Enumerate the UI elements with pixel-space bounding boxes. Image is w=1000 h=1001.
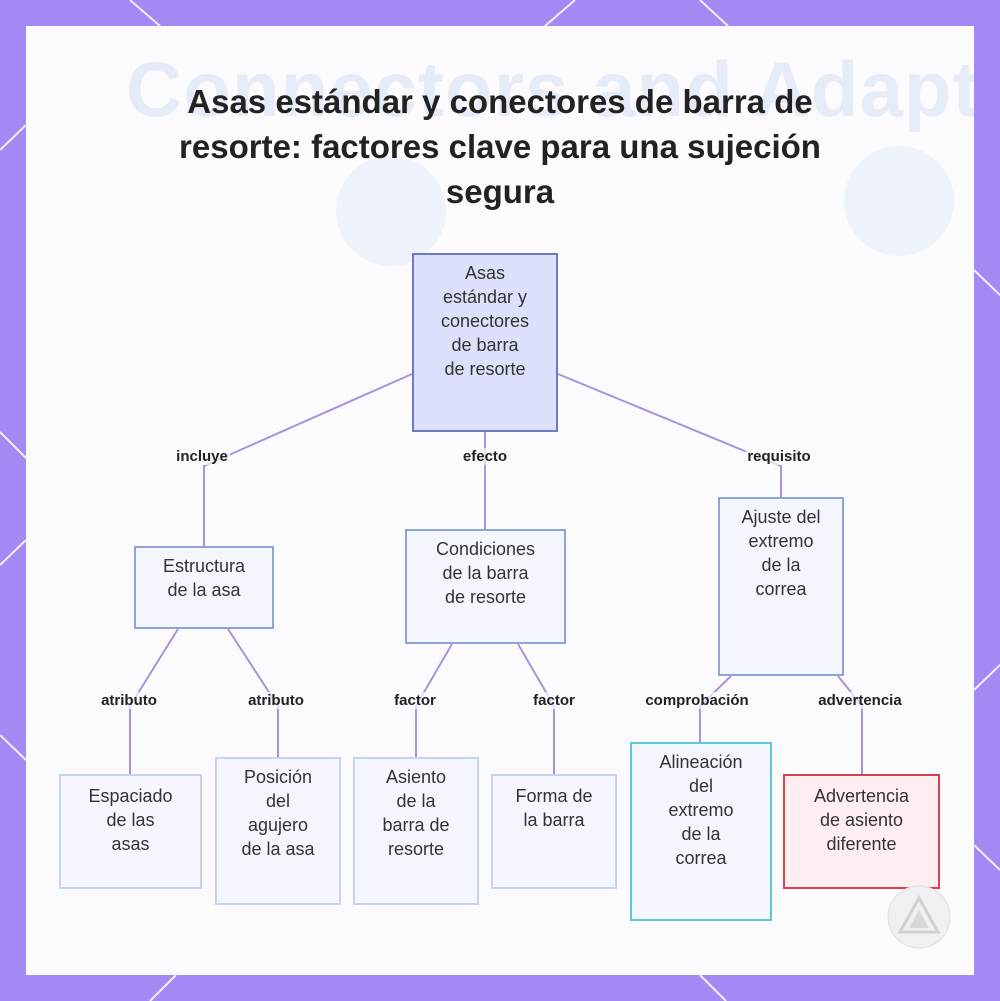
node-asiento-line: barra de	[382, 815, 450, 835]
node-posicion-line: de la asa	[241, 839, 315, 859]
node-posicion-line: del	[265, 791, 291, 811]
node-posicion: Posición del agujero de la asa	[215, 757, 341, 905]
node-alineacion: Alineación del extremo de la correa	[630, 742, 772, 921]
node-condiciones-line: Condiciones	[435, 539, 536, 559]
node-asiento-line: resorte	[387, 839, 445, 859]
node-espaciado-line: asas	[111, 834, 150, 854]
node-condiciones: Condiciones de la barra de resorte	[405, 529, 566, 644]
node-root-line: de barra	[451, 335, 519, 355]
node-condiciones-line: de resorte	[444, 587, 527, 607]
node-root-line: estándar y	[442, 287, 528, 307]
node-ajuste: Ajuste del extremo de la correa	[718, 497, 844, 676]
edge-label-atributo: atributo	[99, 692, 159, 709]
edge-requisito	[557, 373, 782, 497]
node-alineacion-line: de la	[681, 824, 721, 844]
background-circle	[336, 156, 446, 266]
node-alineacion-line: del	[688, 776, 714, 796]
edge-factor-2	[517, 643, 555, 774]
node-advertencia-line: de asiento	[819, 810, 904, 830]
node-alineacion-line: extremo	[668, 800, 734, 820]
node-asiento-line: Asiento	[385, 767, 447, 787]
node-condiciones-line: de la barra	[442, 563, 529, 583]
edge-advertencia	[837, 675, 863, 774]
node-ajuste-line: de la	[761, 555, 801, 575]
node-ajuste-line: Ajuste del	[741, 507, 821, 527]
node-asiento-line: de la	[396, 791, 436, 811]
edge-incluye	[203, 373, 413, 546]
node-posicion-line: agujero	[247, 815, 309, 835]
edge-label-factor: factor	[392, 692, 438, 709]
edge-label-comprobacion: comprobación	[643, 692, 751, 709]
edge-label-atributo: atributo	[246, 692, 306, 709]
node-root-line: Asas	[464, 263, 506, 283]
node-advertencia-line: diferente	[826, 834, 897, 854]
node-root-line: de resorte	[444, 359, 526, 379]
edge-label-factor: factor	[531, 692, 577, 709]
node-estructura-line: Estructura	[162, 556, 246, 576]
edge-label-requisito: requisito	[745, 448, 813, 465]
node-espaciado: Espaciado de las asas	[59, 774, 202, 889]
node-asiento: Asiento de la barra de resorte	[353, 757, 479, 905]
node-espaciado-line: Espaciado	[88, 786, 173, 806]
node-advertencia: Advertencia de asiento diferente	[783, 774, 940, 889]
node-root-line: conectores	[440, 311, 530, 331]
background-circle	[844, 146, 954, 256]
node-ajuste-line: extremo	[748, 531, 814, 551]
node-forma-line: Forma de	[515, 786, 593, 806]
diagram-title: Asas estándar y conectores de barra de r…	[179, 83, 821, 210]
node-alineacion-line: Alineación	[659, 752, 743, 772]
node-forma: Forma de la barra	[491, 774, 617, 889]
node-alineacion-line: correa	[675, 848, 727, 868]
edge-label-efecto: efecto	[460, 448, 510, 465]
diagram-card: Connectors and Adapters Asas estándar y …	[26, 26, 974, 975]
brand-logo-icon	[887, 885, 951, 949]
node-root: Asas estándar y conectores de barra de r…	[412, 253, 558, 432]
node-ajuste-line: correa	[755, 579, 807, 599]
node-forma-line: la barra	[523, 810, 585, 830]
edge-label-incluye: incluye	[174, 448, 230, 465]
node-estructura-line: de la asa	[167, 580, 241, 600]
node-posicion-line: Posición	[243, 767, 313, 787]
node-espaciado-line: de las	[106, 810, 155, 830]
node-advertencia-line: Advertencia	[813, 786, 910, 806]
node-estructura: Estructura de la asa	[134, 546, 274, 629]
edge-comprobacion	[699, 675, 732, 742]
background-watermark: Connectors and Adapters	[126, 45, 974, 133]
edge-label-advertencia: advertencia	[816, 692, 904, 709]
